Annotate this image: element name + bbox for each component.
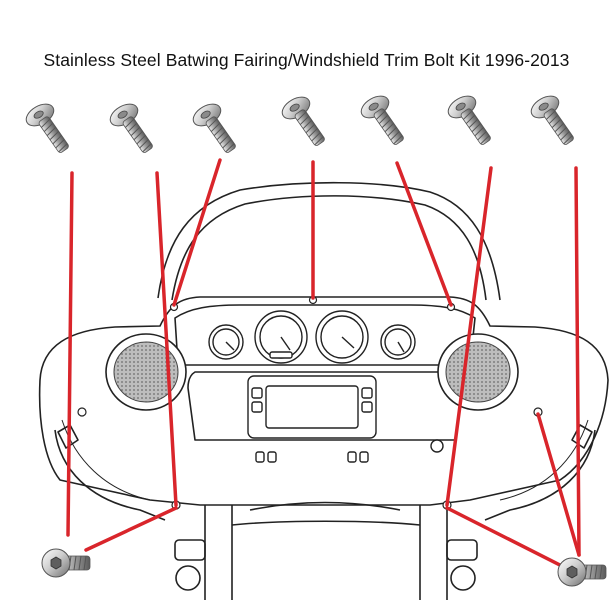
- guide-line: [84, 506, 178, 552]
- bolt-icon: [22, 99, 71, 155]
- radio-display-icon: [247, 375, 444, 463]
- guide-line: [536, 412, 581, 557]
- bolt-icon: [278, 92, 327, 148]
- guide-line: [66, 171, 74, 537]
- guide-lines: [66, 158, 581, 567]
- guide-line: [172, 158, 222, 307]
- guide-line: [395, 161, 453, 307]
- bolt-icon: [444, 91, 493, 147]
- bolt-icon: [41, 548, 91, 578]
- guide-line: [445, 506, 562, 567]
- speaker-icon: [105, 333, 187, 411]
- bolt-icon: [527, 91, 576, 147]
- gauge-icon: [254, 310, 308, 364]
- gauge-icon: [315, 310, 369, 364]
- guide-line: [155, 171, 178, 507]
- bolt-icon: [106, 99, 155, 155]
- bolt-icon: [557, 557, 607, 587]
- mount-hole: [77, 407, 87, 417]
- guide-line: [574, 166, 581, 557]
- gauge-icon: [208, 324, 244, 360]
- bolt-icon: [357, 91, 406, 147]
- gauge-icon: [380, 324, 416, 360]
- guide-line: [445, 166, 493, 507]
- product-title: Stainless Steel Batwing Fairing/Windshie…: [43, 50, 570, 70]
- bolt-icon: [189, 99, 238, 155]
- speaker-icon: [437, 333, 519, 411]
